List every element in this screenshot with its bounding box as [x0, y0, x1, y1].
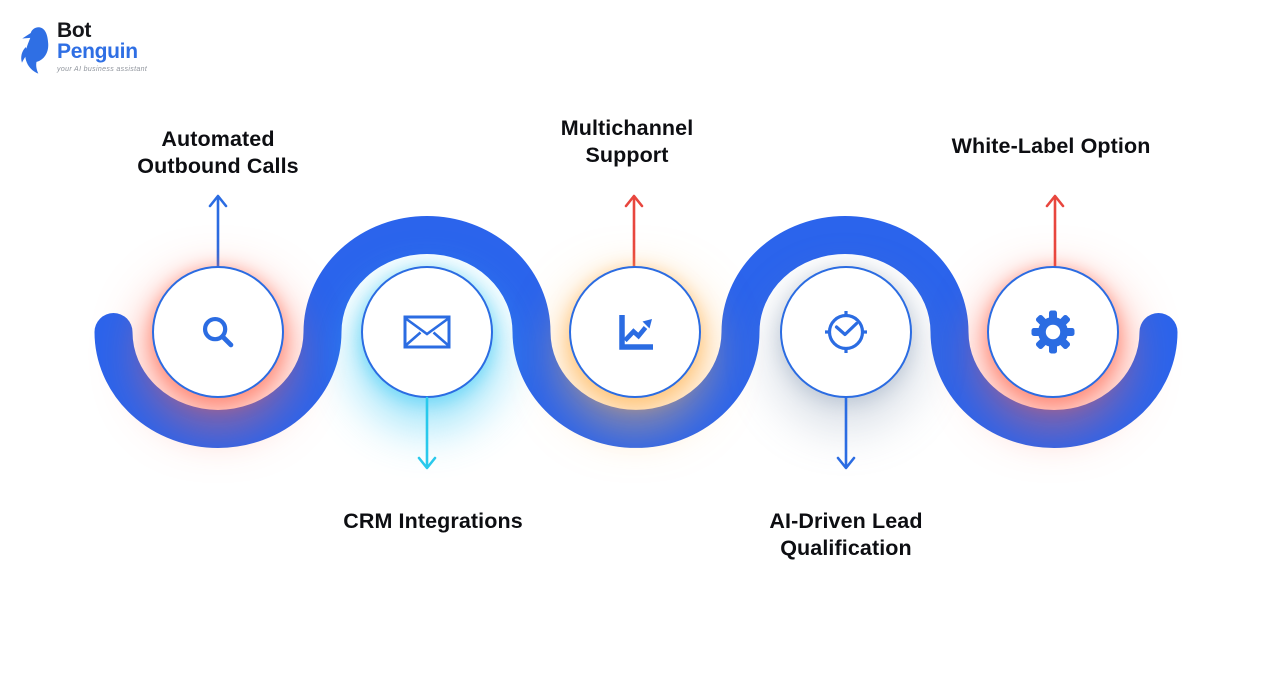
botpenguin-logo: Bot Penguin your AI business assistant: [18, 20, 147, 74]
logo-brand-penguin: Penguin: [57, 40, 138, 64]
logo-brand-bot: Bot: [57, 19, 92, 42]
logo-wordmark: Bot Penguin your AI business assistant: [57, 20, 147, 73]
penguin-logo-icon: [21, 27, 49, 74]
logo-tagline: your AI business assistant: [57, 65, 148, 73]
